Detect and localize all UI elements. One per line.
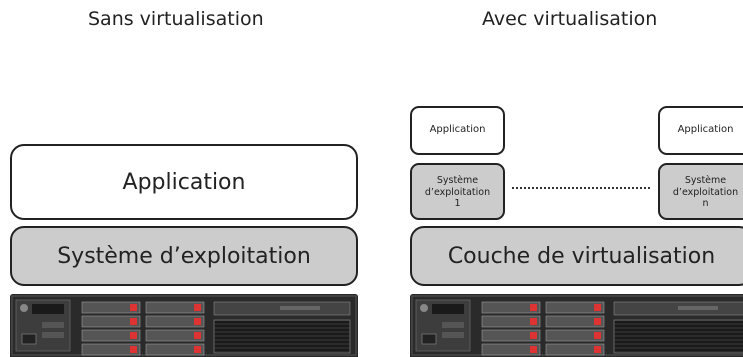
os-box-n: Système d’exploitation n <box>658 163 743 220</box>
os-1-line-3: 1 <box>454 198 461 210</box>
right-title: Avec virtualisation <box>482 8 658 30</box>
application-label-n: Application <box>677 124 734 136</box>
os-n-line-3: n <box>702 198 709 210</box>
virtualization-label: Couche de virtualisation <box>447 243 716 269</box>
server-icon <box>410 294 743 357</box>
os-1-line-2: d’exploitation <box>424 186 491 198</box>
application-label-1: Application <box>429 124 486 136</box>
os-n-line-2: d’exploitation <box>672 186 739 198</box>
virtualization-layer-box: Couche de virtualisation <box>410 226 743 286</box>
application-box-1: Application <box>410 106 505 155</box>
ellipsis-dots <box>512 187 650 189</box>
os-1-line-1: Système <box>436 174 479 186</box>
server-icon <box>10 294 358 357</box>
left-title: Sans virtualisation <box>88 8 264 30</box>
application-label: Application <box>122 169 246 195</box>
os-box: Système d’exploitation <box>10 226 358 286</box>
application-box: Application <box>10 144 358 220</box>
application-box-n: Application <box>658 106 743 155</box>
os-n-line-1: Système <box>684 174 727 186</box>
os-box-1: Système d’exploitation 1 <box>410 163 505 220</box>
os-label: Système d’exploitation <box>57 243 311 269</box>
